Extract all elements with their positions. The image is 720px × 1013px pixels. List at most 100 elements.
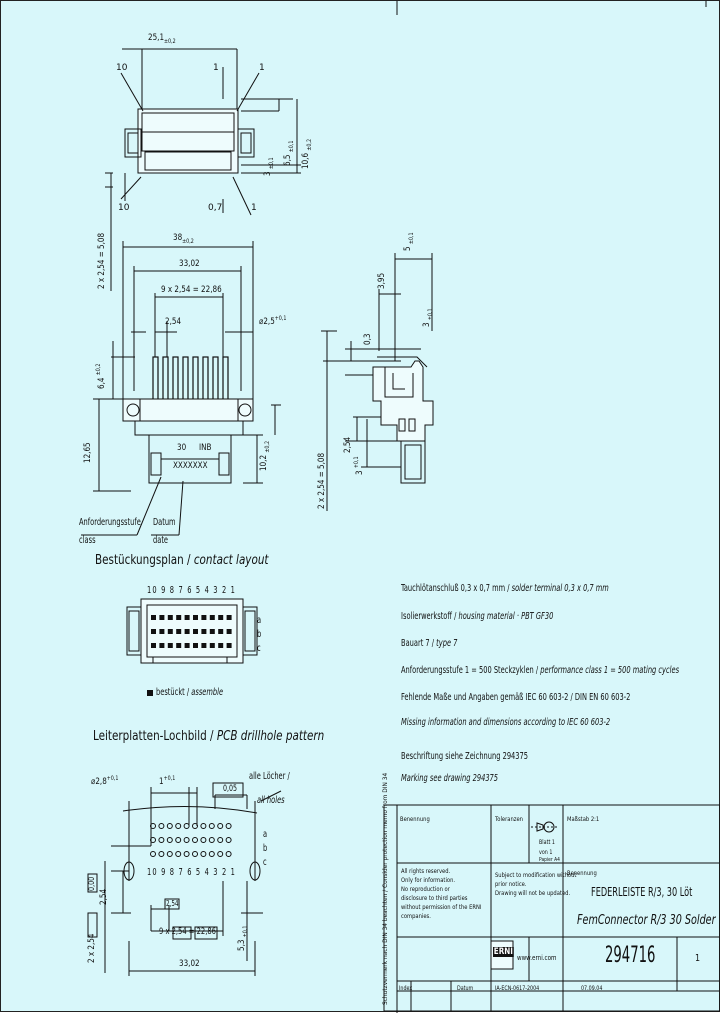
contact-dot (159, 615, 165, 620)
dim-overall: 38±0,2 (173, 233, 194, 245)
drill-hole (217, 823, 224, 829)
dim-body-height: 12,65 (83, 442, 93, 463)
contact-dot (151, 629, 156, 634)
tb-scale: Maßstab 2:1 (567, 815, 600, 823)
tb-paper: Papier A4 (539, 857, 560, 863)
contact-dot (201, 615, 207, 620)
note-8: Marking see drawing 294375 (401, 773, 499, 784)
note-6: Missing information and dimensions accor… (401, 717, 611, 728)
drill-hole (150, 851, 156, 857)
drill-hole (225, 837, 232, 843)
drill-holes (150, 823, 232, 857)
tb-sheet: Blatt 1 (539, 839, 555, 846)
contact-dot (151, 643, 156, 648)
dim-pcb-254: 2,54 (99, 888, 109, 905)
contact-dot (159, 629, 165, 634)
dim-hole: ⌀2,5+0,1 (259, 315, 287, 327)
erni-logo: ERNI (493, 947, 514, 957)
contact-dot (151, 615, 156, 620)
dim-top-mark: 1 (213, 63, 219, 73)
dim-side-b: 3 ±0,1 (422, 308, 434, 327)
dim-pcb-hole: ⌀2,8+0,1 (91, 775, 119, 787)
top-view (105, 48, 301, 291)
tb-title-de: FEDERLEISTE R/3, 30 Löt (591, 885, 693, 899)
note-2: Isolierwerkstoff / housing material · PB… (401, 611, 554, 622)
marking-inb: INB (199, 443, 212, 453)
tb-designation-label: Benennung (567, 869, 597, 877)
dim-side-c: 0,3 (363, 333, 373, 345)
drill-hole (175, 823, 182, 829)
dim-sub-height: 10,2 ±0,2 (259, 441, 271, 471)
dim-pcb-side-pitch: 2 x 2,54 (87, 933, 97, 963)
dim-side-a: 3,95 (377, 272, 387, 289)
drill-hole (217, 837, 224, 843)
contact-dot (176, 643, 182, 648)
label-date-de: Datum (153, 517, 176, 528)
drill-hole (217, 851, 224, 857)
contact-dot (201, 629, 207, 634)
contact-dot (167, 629, 173, 634)
drill-hole (225, 823, 232, 829)
dim-inner: 33,02 (179, 259, 200, 269)
dim-side-pitch: 2,54 (343, 436, 353, 453)
tb-name-label: Benennung (400, 815, 430, 823)
marking-30: 30 (177, 443, 187, 453)
drill-hole (225, 851, 232, 857)
contact-dot (201, 643, 207, 648)
drill-hole (183, 837, 190, 843)
tb-of: von 1 (539, 849, 553, 856)
contact-layout-drawing (126, 598, 258, 664)
dim-side-w: 5 ±0,1 (403, 232, 415, 251)
tb-web: www.erni.com (517, 954, 557, 962)
drill-hole (166, 851, 173, 857)
dim-bottom-left: 10 (118, 203, 130, 213)
contact-dot (176, 615, 182, 620)
dim-side-pitch-run: 2 x 2,54 = 5,08 (317, 452, 327, 509)
drill-hole (200, 837, 207, 843)
label-date-en: date (153, 535, 169, 546)
contact-dot (159, 643, 165, 648)
pcb-numbers: 10 9 8 7 6 5 4 3 2 1 (147, 867, 237, 878)
dim-pitch-run: 9 x 2,54 = 22,86 (161, 285, 222, 295)
contact-layout-title: Bestückungsplan / contact layout (95, 553, 269, 568)
tb-foot-a: Index (399, 985, 413, 992)
note-3: Bauart 7 / type 7 (401, 638, 458, 649)
dim-bottom-small: 0,7 (208, 203, 223, 213)
drill-hole (150, 823, 156, 829)
tb-drawing-number: 294716 (605, 943, 656, 968)
contact-dot (218, 629, 224, 634)
row-label-b: b (257, 629, 262, 640)
contact-dot (226, 615, 232, 620)
contact-dot (209, 629, 215, 634)
front-view (81, 241, 281, 536)
drill-hole (208, 837, 215, 843)
side-view (321, 253, 434, 511)
contact-dot (193, 615, 198, 620)
tb-foot-b: Datum (457, 985, 474, 992)
dim-h3: 10,6 ±0,2 (301, 139, 313, 169)
contact-dot (167, 643, 173, 648)
row-label-a: a (257, 615, 262, 626)
dim-pcb-h: 5,3 ±0,1 (237, 925, 249, 951)
drill-hole (192, 851, 198, 857)
contact-dot (176, 629, 182, 634)
label-all-holes-en: all holes (257, 795, 285, 806)
tb-foot-c: IA-ECN-0617-2004 (495, 985, 540, 992)
protection-note: Schutzvermerk nach DIN 34 beachten / Con… (381, 772, 389, 1005)
label-all-holes-de: alle Löcher / (249, 771, 290, 782)
dim-side-pitch: 2 x 2,54 = 5,08 (97, 232, 107, 289)
contact-dot (193, 629, 198, 634)
drill-hole (166, 837, 173, 843)
dim-pin-left: 10 (116, 63, 128, 73)
dim-side-d: 3 +0,1 (353, 456, 365, 475)
dim-pcb-inner: 33,02 (179, 959, 200, 969)
legend-label: bestückt / assemble (156, 687, 224, 698)
dim-pcb-tolbox: 0,05 (223, 784, 238, 794)
contact-dots (151, 615, 232, 648)
pcb-row-c: c (263, 857, 267, 868)
dim-pcb-box2: 2,54 (166, 899, 179, 908)
drill-hole (183, 823, 190, 829)
pcb-drill-pattern (87, 782, 282, 976)
drill-hole (208, 823, 215, 829)
